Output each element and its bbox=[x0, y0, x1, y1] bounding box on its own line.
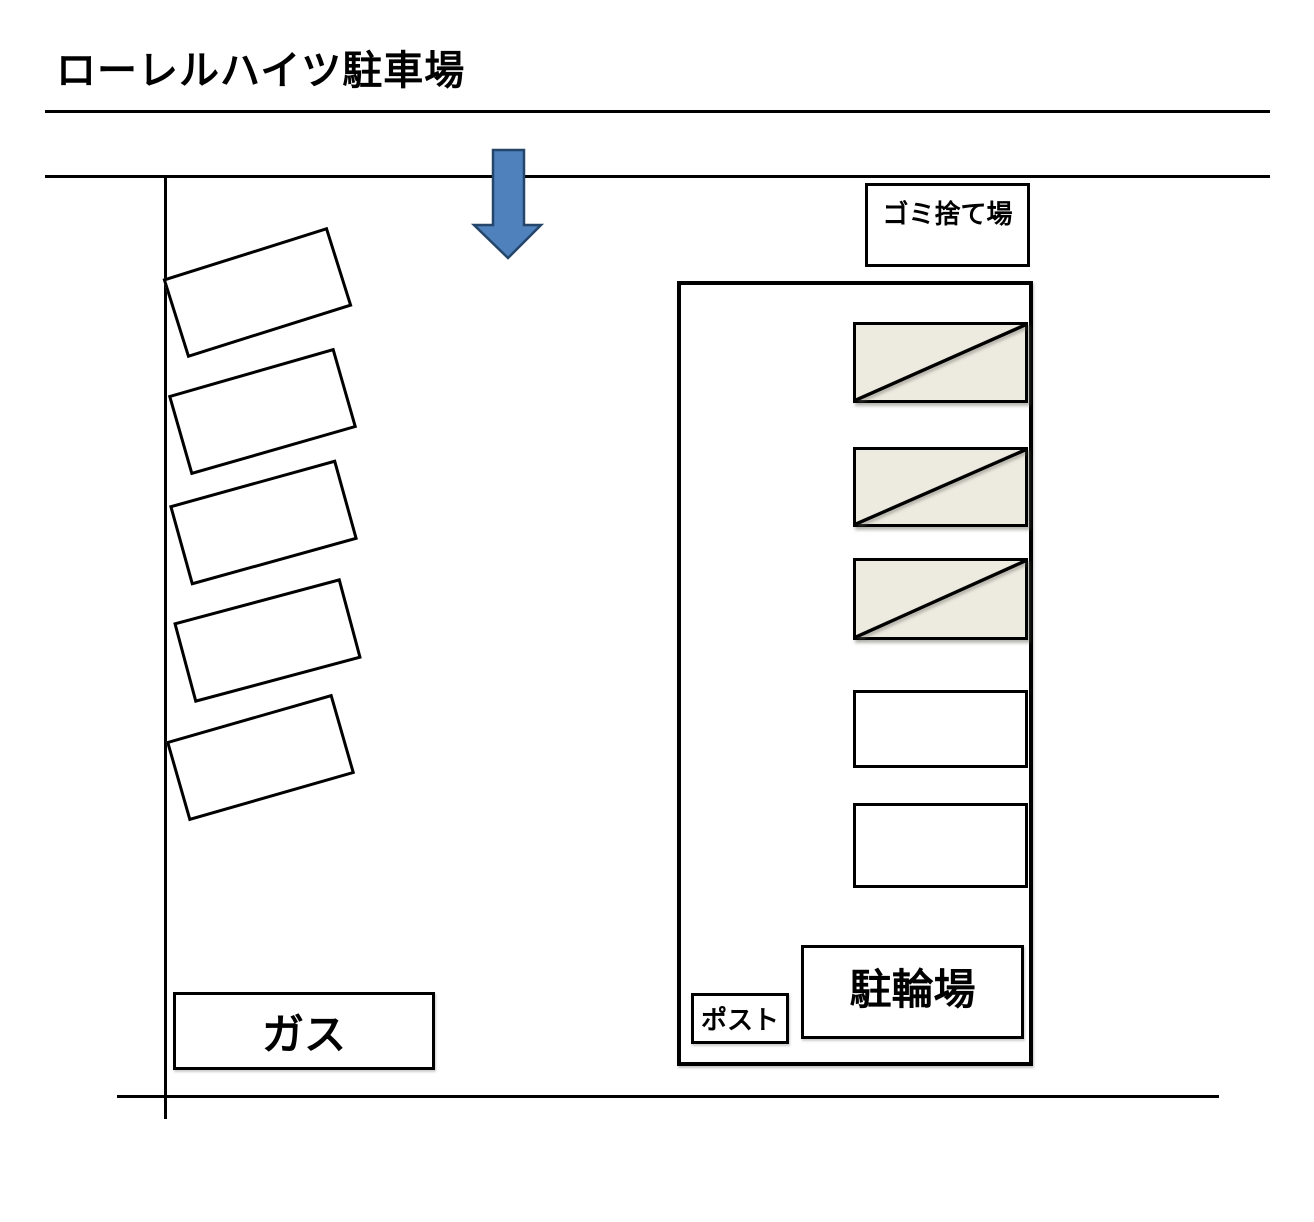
parking-space-4 bbox=[173, 578, 362, 703]
parking-space-1 bbox=[162, 226, 353, 359]
reserved-stall-3 bbox=[853, 558, 1028, 640]
bicycle-parking-label: 駐輪場 bbox=[849, 966, 976, 1013]
bicycle-parking-box: 駐輪場 bbox=[801, 945, 1024, 1039]
page-title: ローレルハイツ駐車場 bbox=[56, 49, 466, 93]
parking-space-5 bbox=[165, 693, 356, 822]
gas-box: ガス bbox=[173, 992, 435, 1070]
garbage-area-box: ゴミ捨て場 bbox=[865, 183, 1030, 267]
left-boundary-line bbox=[164, 176, 167, 1119]
gas-label: ガス bbox=[261, 1010, 346, 1058]
open-stall-2 bbox=[853, 803, 1028, 888]
bottom-boundary-line bbox=[117, 1095, 1219, 1098]
road-lower-line bbox=[45, 175, 1270, 178]
parking-space-2 bbox=[167, 347, 358, 476]
post-label: ポスト bbox=[700, 1005, 779, 1035]
entrance-down-arrow-icon bbox=[470, 148, 545, 260]
open-stall-1 bbox=[853, 690, 1028, 768]
diagonal-line-icon bbox=[856, 561, 1025, 637]
road-upper-line bbox=[45, 110, 1270, 113]
reserved-stall-1 bbox=[853, 322, 1028, 403]
parking-space-3 bbox=[169, 459, 358, 586]
facility-area-box: 駐輪場 ポスト bbox=[677, 281, 1033, 1066]
diagonal-line-icon bbox=[856, 325, 1025, 400]
reserved-stall-2 bbox=[853, 447, 1028, 527]
post-box: ポスト bbox=[691, 993, 789, 1044]
diagonal-line-icon bbox=[856, 450, 1025, 524]
garbage-area-label: ゴミ捨て場 bbox=[882, 199, 1013, 229]
